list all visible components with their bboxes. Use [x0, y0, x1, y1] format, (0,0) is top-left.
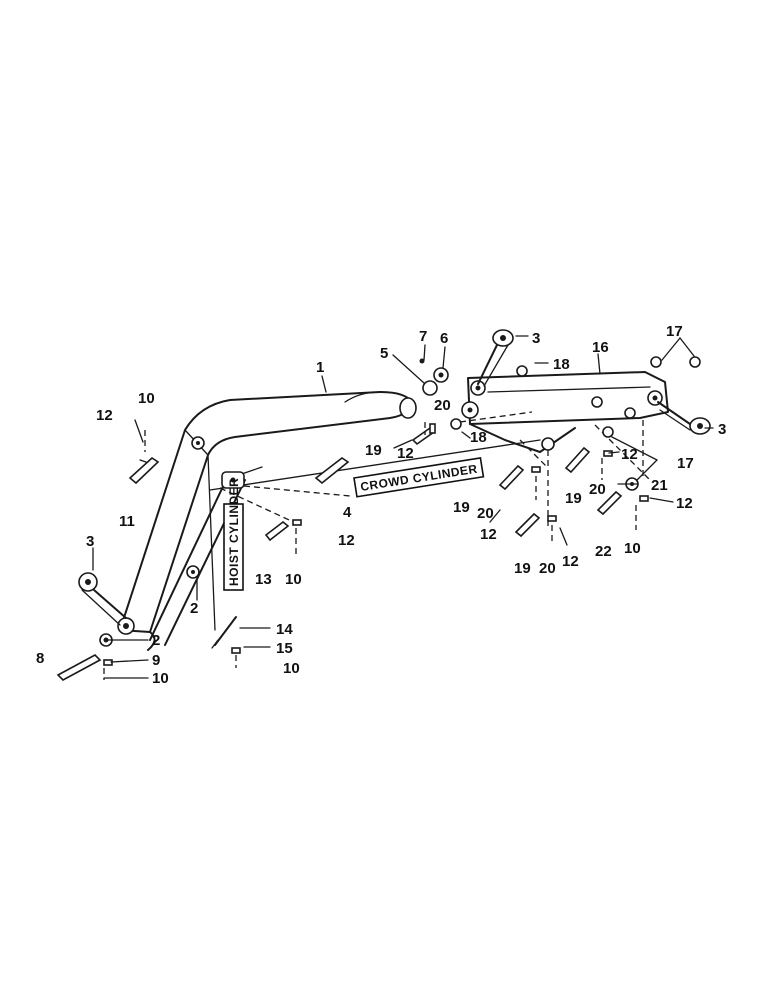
callout-7: 7	[419, 328, 427, 345]
callout-4: 4	[343, 504, 352, 521]
callout-10-bottom: 10	[152, 670, 169, 687]
hoist-cylinder-text: HOIST CYLINDER	[227, 478, 241, 586]
callout-11: 11	[119, 513, 135, 530]
callout-5: 5	[380, 345, 388, 362]
callout-12-right-upper: 12	[621, 446, 638, 463]
callout-15: 15	[276, 640, 293, 657]
grease-fitting-stick-top	[477, 329, 514, 387]
callout-21: 21	[651, 477, 668, 494]
boom-assembly	[117, 391, 417, 651]
callout-20-bottom: 20	[539, 560, 556, 577]
stick-assembly	[459, 371, 669, 530]
callout-17-top: 17	[666, 323, 683, 340]
callout-19-bottom: 19	[514, 560, 531, 577]
callout-10-top: 10	[138, 390, 155, 407]
callout-3-right: 3	[718, 421, 726, 438]
callout-9: 9	[152, 652, 160, 669]
callout-1: 1	[316, 359, 324, 376]
callout-3-left: 3	[86, 533, 94, 550]
callout-14: 14	[276, 621, 293, 638]
callout-12-right-lower: 12	[676, 495, 693, 512]
callout-20-right: 20	[589, 481, 606, 498]
grease-fitting-left	[78, 572, 127, 626]
grease-fitting-stick-right	[657, 401, 711, 435]
bushings	[99, 356, 701, 647]
callout-10-mid: 10	[285, 571, 302, 588]
callout-8: 8	[36, 650, 44, 667]
bolts	[103, 422, 649, 680]
callout-12-center: 12	[397, 445, 414, 462]
callout-12-top: 12	[96, 407, 113, 424]
callout-numbers: 1 2 2 3 3 3 4 5 6 7 8 9 10 10 10 10 10 1…	[36, 323, 726, 687]
callout-20-top: 20	[434, 397, 451, 414]
callout-19-right: 19	[565, 490, 582, 507]
crowd-cylinder-label: CROWD CYLINDER	[353, 457, 485, 498]
callout-6: 6	[440, 330, 448, 347]
callout-10-hoist: 10	[283, 660, 300, 677]
callout-2-upper: 2	[190, 600, 198, 617]
callout-13: 13	[255, 571, 272, 588]
pins	[56, 426, 623, 681]
callout-20-lower: 20	[477, 505, 494, 522]
callout-22: 22	[595, 543, 612, 560]
callout-18-top: 18	[553, 356, 570, 373]
callout-18-center: 18	[470, 429, 487, 446]
callout-12-mid: 12	[338, 532, 355, 549]
callout-12-bottom: 12	[562, 553, 579, 570]
leader-lines	[92, 335, 714, 679]
callout-12-lower: 12	[480, 526, 497, 543]
callout-16: 16	[592, 339, 609, 356]
callout-19-lower: 19	[453, 499, 470, 516]
callout-10-right: 10	[624, 540, 641, 557]
crowd-cylinder-text: CROWD CYLINDER	[359, 462, 478, 494]
callout-3-top: 3	[532, 330, 540, 347]
callout-17-lower: 17	[677, 455, 694, 472]
hoist-cylinder-label: HOIST CYLINDER	[223, 478, 244, 591]
callout-2-lower: 2	[152, 632, 160, 649]
callout-19-center: 19	[365, 442, 382, 459]
